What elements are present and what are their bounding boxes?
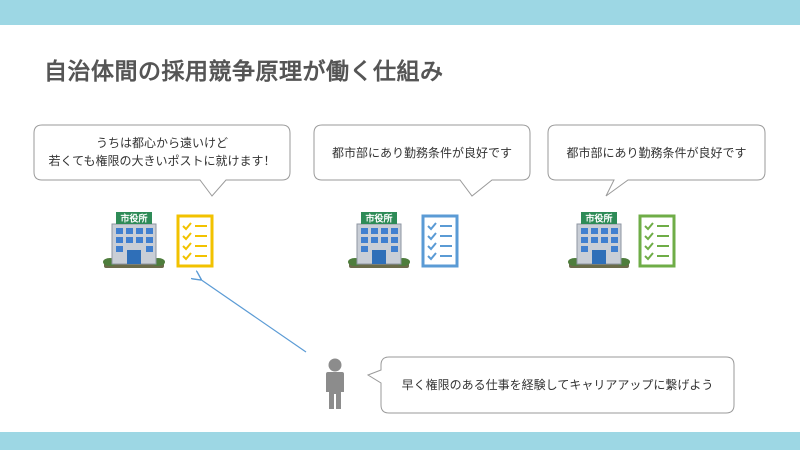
- building-sign: 市役所: [365, 213, 392, 225]
- checklist-icon-green: [638, 214, 676, 268]
- bubble-left-line1: うちは都心から遠いけど: [95, 136, 228, 150]
- bubble-person-text: 早く権限のある仕事を経験してキャリアアップに繋げよう: [401, 378, 714, 392]
- checklist-icon-blue: [421, 214, 459, 268]
- city-hall-building-icon: 市役所: [348, 212, 410, 268]
- speech-bubble-middle: [313, 124, 531, 197]
- choice-arrow: [200, 279, 307, 353]
- top-band: [0, 0, 800, 25]
- checklist-icon-yellow: [176, 214, 214, 268]
- building-sign: 市役所: [120, 213, 147, 225]
- speech-bubble-right: [547, 124, 766, 197]
- building-sign: 市役所: [585, 213, 612, 225]
- bubble-middle-text: 都市部にあり勤務条件が良好です: [331, 146, 512, 160]
- person-icon: [326, 358, 344, 409]
- bottom-band: [0, 432, 800, 450]
- speech-bubble-left: [33, 124, 291, 197]
- city-hall-building-icon: 市役所: [103, 212, 165, 268]
- speech-bubble-person: [366, 356, 735, 414]
- city-hall-building-icon: 市役所: [568, 212, 630, 268]
- bubble-right-text: 都市部にあり勤務条件が良好です: [566, 146, 747, 160]
- bubble-left-line2: 若くても権限の大きいポストに就けます！: [48, 154, 276, 168]
- slide-title: 自治体間の採用競争原理が働く仕組み: [44, 59, 444, 85]
